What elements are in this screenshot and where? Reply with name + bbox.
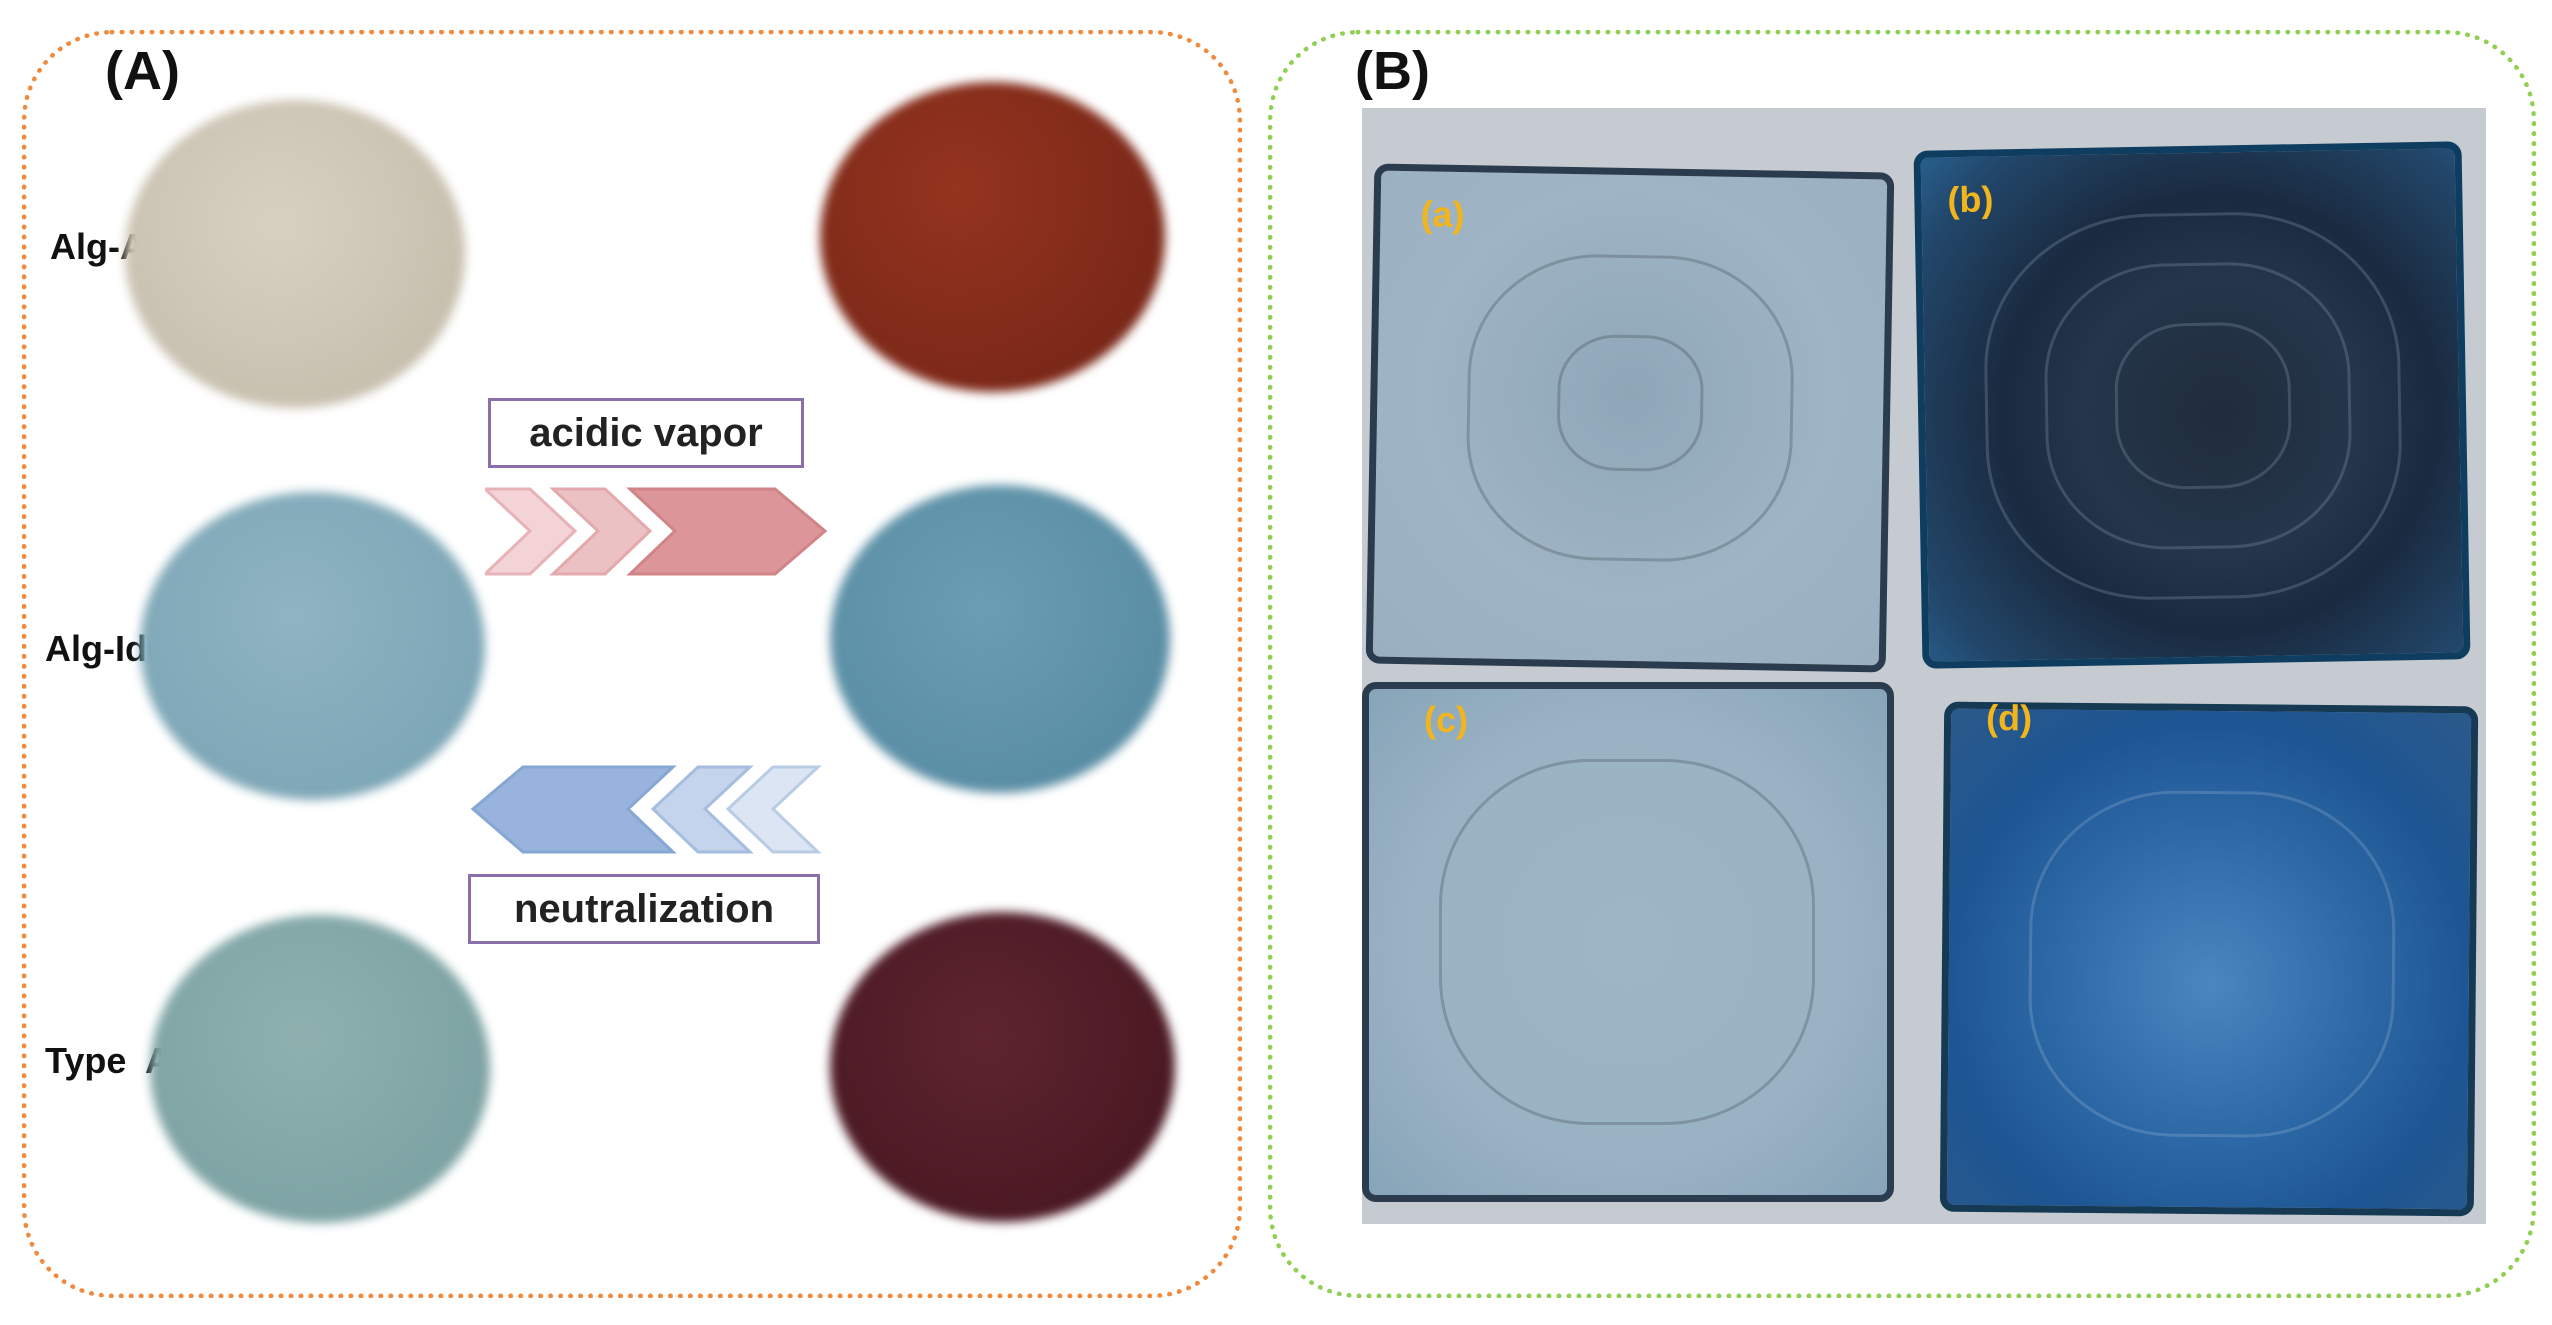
alg-ag-before-disc bbox=[125, 100, 465, 408]
panel-b-frame bbox=[1268, 30, 2536, 1298]
sample-tile-a: (a) bbox=[1365, 163, 1895, 673]
panel-a-letter: (A) bbox=[105, 41, 180, 101]
reverse-chevron-arrows bbox=[470, 765, 822, 854]
tile-ring bbox=[2027, 789, 2397, 1139]
alg-idc-before-disc bbox=[140, 492, 485, 800]
sample-tile-c: (c) bbox=[1362, 682, 1894, 1202]
chevron-arrow-1 bbox=[485, 487, 578, 576]
panel-b-letter: (B) bbox=[1355, 41, 1430, 101]
chevron-arrow-4 bbox=[725, 765, 822, 854]
chevron-arrow-6 bbox=[470, 765, 677, 854]
tile-label-c: (c) bbox=[1424, 699, 1468, 740]
tile-label-d: (d) bbox=[1985, 697, 2033, 739]
chevron-arrow-5 bbox=[650, 765, 754, 854]
panel-a-frame bbox=[22, 30, 1242, 1298]
chevron-arrow-3 bbox=[626, 487, 828, 576]
alg-ag-after-disc bbox=[820, 82, 1165, 392]
tile-label-b: (b) bbox=[1947, 178, 1994, 221]
acidic-vapor-label: acidic vapor bbox=[488, 398, 804, 468]
alg-idc-after-disc bbox=[830, 485, 1170, 793]
tile-label-a: (a) bbox=[1420, 193, 1465, 236]
type-a-after-disc bbox=[830, 912, 1175, 1222]
chevron-arrow-2 bbox=[549, 487, 653, 576]
tile-ring bbox=[1556, 333, 1705, 473]
tile-ring bbox=[1439, 759, 1815, 1125]
sample-tile-b: (b) bbox=[1913, 141, 2471, 669]
sample-tile-d: (d) bbox=[1939, 697, 2479, 1217]
tile-ring bbox=[2113, 321, 2293, 491]
forward-chevron-arrows bbox=[485, 487, 828, 576]
type-a-before-disc bbox=[150, 915, 490, 1223]
hydrogel-photo: (a) (b) (c) (d) bbox=[1362, 108, 2486, 1224]
neutralization-label: neutralization bbox=[468, 874, 820, 944]
